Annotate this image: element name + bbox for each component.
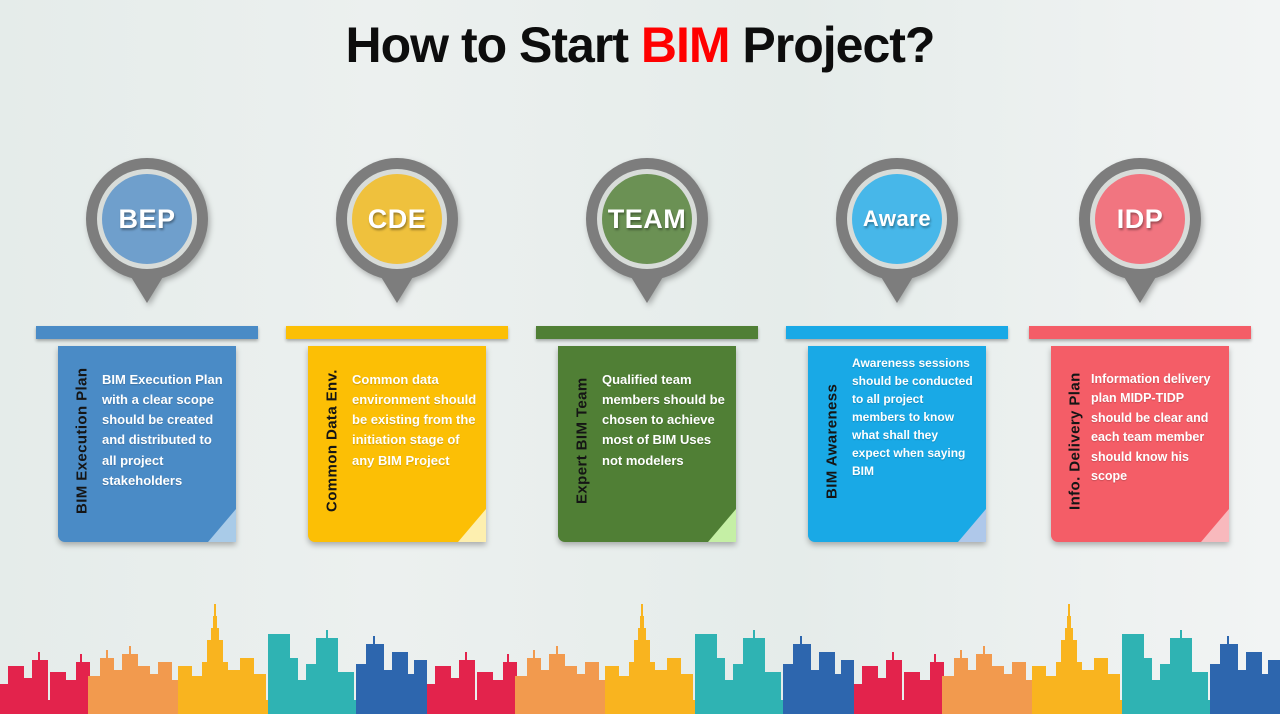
title-suffix: Project?	[729, 17, 935, 73]
note-side-label: Common Data Env.	[323, 369, 341, 513]
title-highlight: BIM	[640, 17, 731, 73]
note-header-bar	[1029, 326, 1251, 339]
note-body-text: Information delivery plan MIDP-TIDP shou…	[1091, 372, 1211, 483]
sticky-note: BIM Execution Plan BIM Execution Plan wi…	[58, 346, 236, 542]
note-header-bar	[36, 326, 258, 339]
note-header-bar	[786, 326, 1008, 339]
note-header-bar	[536, 326, 758, 339]
pin-label: IDP	[1095, 174, 1185, 264]
note-body-text: Common data environment should be existi…	[352, 372, 477, 468]
pin-label: TEAM	[602, 174, 692, 264]
page-curl-decoration	[1201, 509, 1229, 542]
note-header-bar	[286, 326, 508, 339]
page-curl-decoration	[708, 509, 736, 542]
note-side-label: Expert BIM Team	[573, 377, 591, 505]
title-prefix: How to Start	[345, 17, 641, 73]
note-body-text: BIM Execution Plan with a clear scope sh…	[102, 372, 223, 488]
page-curl-decoration	[458, 509, 486, 542]
column-bep: BEP BIM Execution Plan BIM Execution Pla…	[36, 158, 258, 542]
sticky-note: Expert BIM Team Qualified team members s…	[558, 346, 736, 542]
column-team: TEAM Expert BIM Team Qualified team memb…	[536, 158, 758, 542]
location-pin-icon: CDE	[336, 158, 458, 303]
note-side-label: Info. Delivery Plan	[1066, 372, 1084, 510]
page-curl-decoration	[958, 509, 986, 542]
location-pin-icon: TEAM	[586, 158, 708, 303]
page-title: How to Start BIM Project?	[0, 16, 1280, 74]
pin-label: Aware	[852, 174, 942, 264]
page-curl-decoration	[208, 509, 236, 542]
sticky-note: BIM Awareness Awareness sessions should …	[808, 346, 986, 542]
pin-label: BEP	[102, 174, 192, 264]
pin-label: CDE	[352, 174, 442, 264]
sticky-note: Common Data Env. Common data environment…	[308, 346, 486, 542]
note-side-label: BIM Awareness	[823, 383, 841, 499]
location-pin-icon: IDP	[1079, 158, 1201, 303]
note-side-label: BIM Execution Plan	[73, 367, 91, 515]
column-idp: IDP Info. Delivery Plan Information deli…	[1029, 158, 1251, 542]
note-body-text: Qualified team members should be chosen …	[602, 372, 725, 468]
column-cde: CDE Common Data Env. Common data environ…	[286, 158, 508, 542]
note-body-text: Awareness sessions should be conducted t…	[852, 356, 973, 478]
sticky-note: Info. Delivery Plan Information delivery…	[1051, 346, 1229, 542]
location-pin-icon: Aware	[836, 158, 958, 303]
column-aware: Aware BIM Awareness Awareness sessions s…	[786, 158, 1008, 542]
location-pin-icon: BEP	[86, 158, 208, 303]
city-skyline-graphic	[0, 600, 1280, 714]
